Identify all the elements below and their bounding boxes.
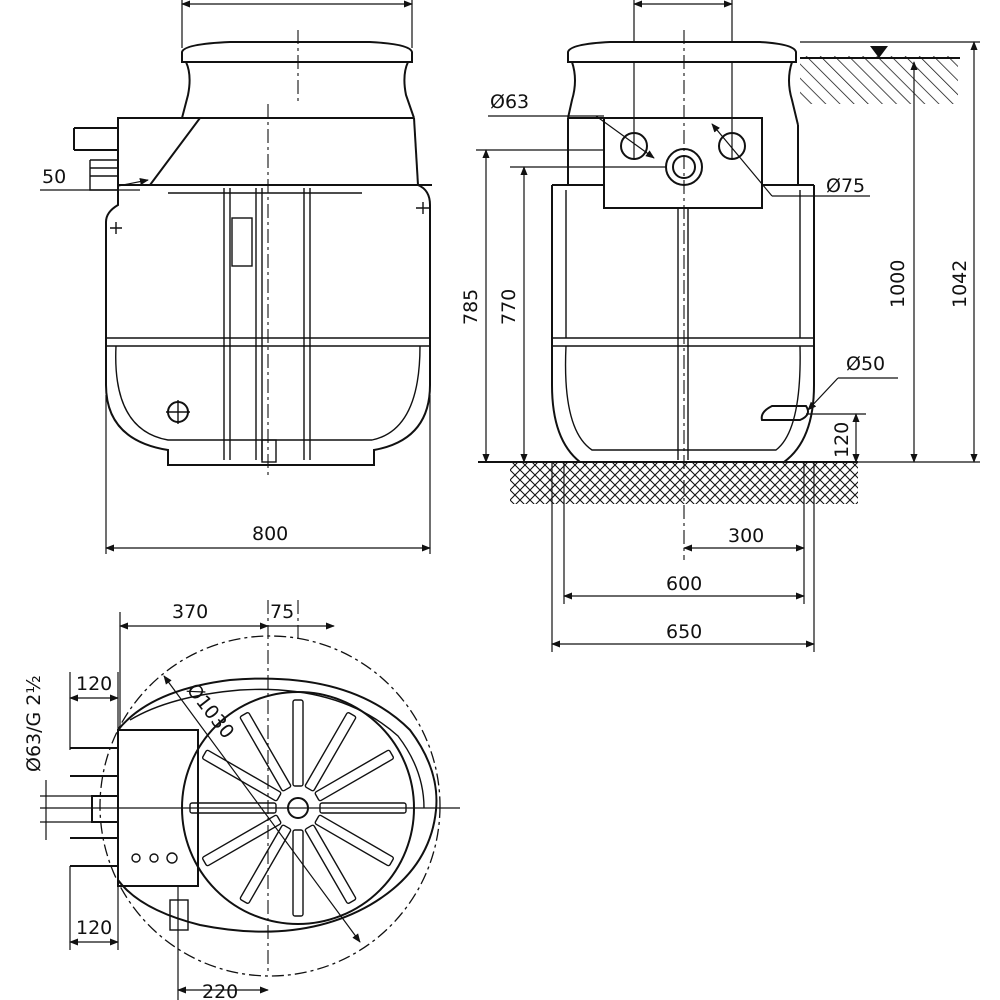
lid-spoke [314, 749, 394, 802]
lid-spoke [292, 699, 304, 787]
left-120-top-label: 120 [76, 673, 112, 695]
side-view: Ø63 Ø75 Ø50 785 770 1000 1042 120 300 60 [460, 0, 980, 652]
lid-spoke [292, 829, 304, 917]
lid-spoke [304, 824, 357, 904]
lid-spoke [314, 814, 394, 867]
side-pipe-63 [620, 132, 648, 160]
front-inlet-offset-label: 50 [42, 166, 66, 188]
front-inlet-housing [117, 117, 202, 186]
lid-spoke [239, 824, 292, 904]
height-770-label: 770 [498, 289, 520, 325]
leader-75-arrow [711, 123, 773, 197]
leader-63-arrow [595, 115, 655, 159]
side-inner-walls [565, 190, 801, 338]
top-port-1 [131, 853, 141, 863]
offset-75-label: 75 [270, 601, 294, 623]
side-horizontal-rib [552, 337, 814, 347]
side-lid [567, 41, 797, 63]
front-lid [181, 41, 413, 63]
front-side-markers [110, 202, 430, 234]
top-view: 370 75 Ø1030 120 120 Ø63/G 2½ 220 [23, 600, 460, 1000]
side-outlet-50 [760, 405, 809, 421]
height-1042-label: 1042 [949, 260, 971, 308]
dim-1030-line [163, 675, 361, 943]
pipe-63-label: Ø63 [490, 91, 529, 113]
front-inlet-pipe [73, 127, 118, 151]
side-shoulder [567, 118, 799, 185]
front-neck [181, 61, 415, 119]
pipe-75-label: Ø75 [826, 175, 865, 197]
bottom-220-label: 220 [202, 981, 238, 1000]
front-window [231, 217, 253, 267]
connection-label: Ø63/G 2½ [23, 675, 45, 772]
front-drain-crosshair [166, 400, 190, 424]
top-tank-outline [117, 677, 438, 933]
left-120-bottom-label: 120 [76, 917, 112, 939]
height-120-label: 120 [831, 422, 853, 458]
lid-spoke [202, 814, 282, 867]
top-outer-diameter-circle [99, 635, 441, 977]
front-width-label: 800 [252, 523, 288, 545]
front-50-arrow [117, 178, 149, 187]
ground-level-marker-icon [870, 46, 888, 58]
side-center-rib [677, 208, 689, 460]
leader-50-arrow [807, 377, 839, 411]
side-neck [567, 61, 799, 126]
top-inlet-pipes [70, 747, 119, 867]
offset-300-label: 300 [728, 525, 764, 547]
lid-spoke [239, 712, 292, 792]
side-pipe-75 [718, 132, 746, 160]
width-600-label: 600 [666, 573, 702, 595]
ground-hatch [800, 56, 958, 104]
front-inlet-flange [89, 159, 118, 191]
pipe-50-label: Ø50 [846, 353, 885, 375]
lid-spoke [304, 712, 357, 792]
front-bottom-fitting [261, 439, 277, 463]
height-785-label: 785 [460, 289, 482, 325]
top-bottom-bracket [169, 899, 189, 931]
front-shoulder-right [413, 117, 419, 186]
lid-spoke [202, 749, 282, 802]
front-vertical-ribs [223, 188, 311, 460]
height-1000-label: 1000 [887, 260, 909, 308]
top-port-3 [166, 852, 178, 864]
front-view: 50 800 [40, 0, 432, 554]
offset-370-label: 370 [172, 601, 208, 623]
top-port-2 [149, 853, 159, 863]
side-pipe-block [603, 117, 763, 209]
side-lower-ring [564, 345, 801, 451]
width-650-label: 650 [666, 621, 702, 643]
front-tank-body [105, 184, 431, 466]
